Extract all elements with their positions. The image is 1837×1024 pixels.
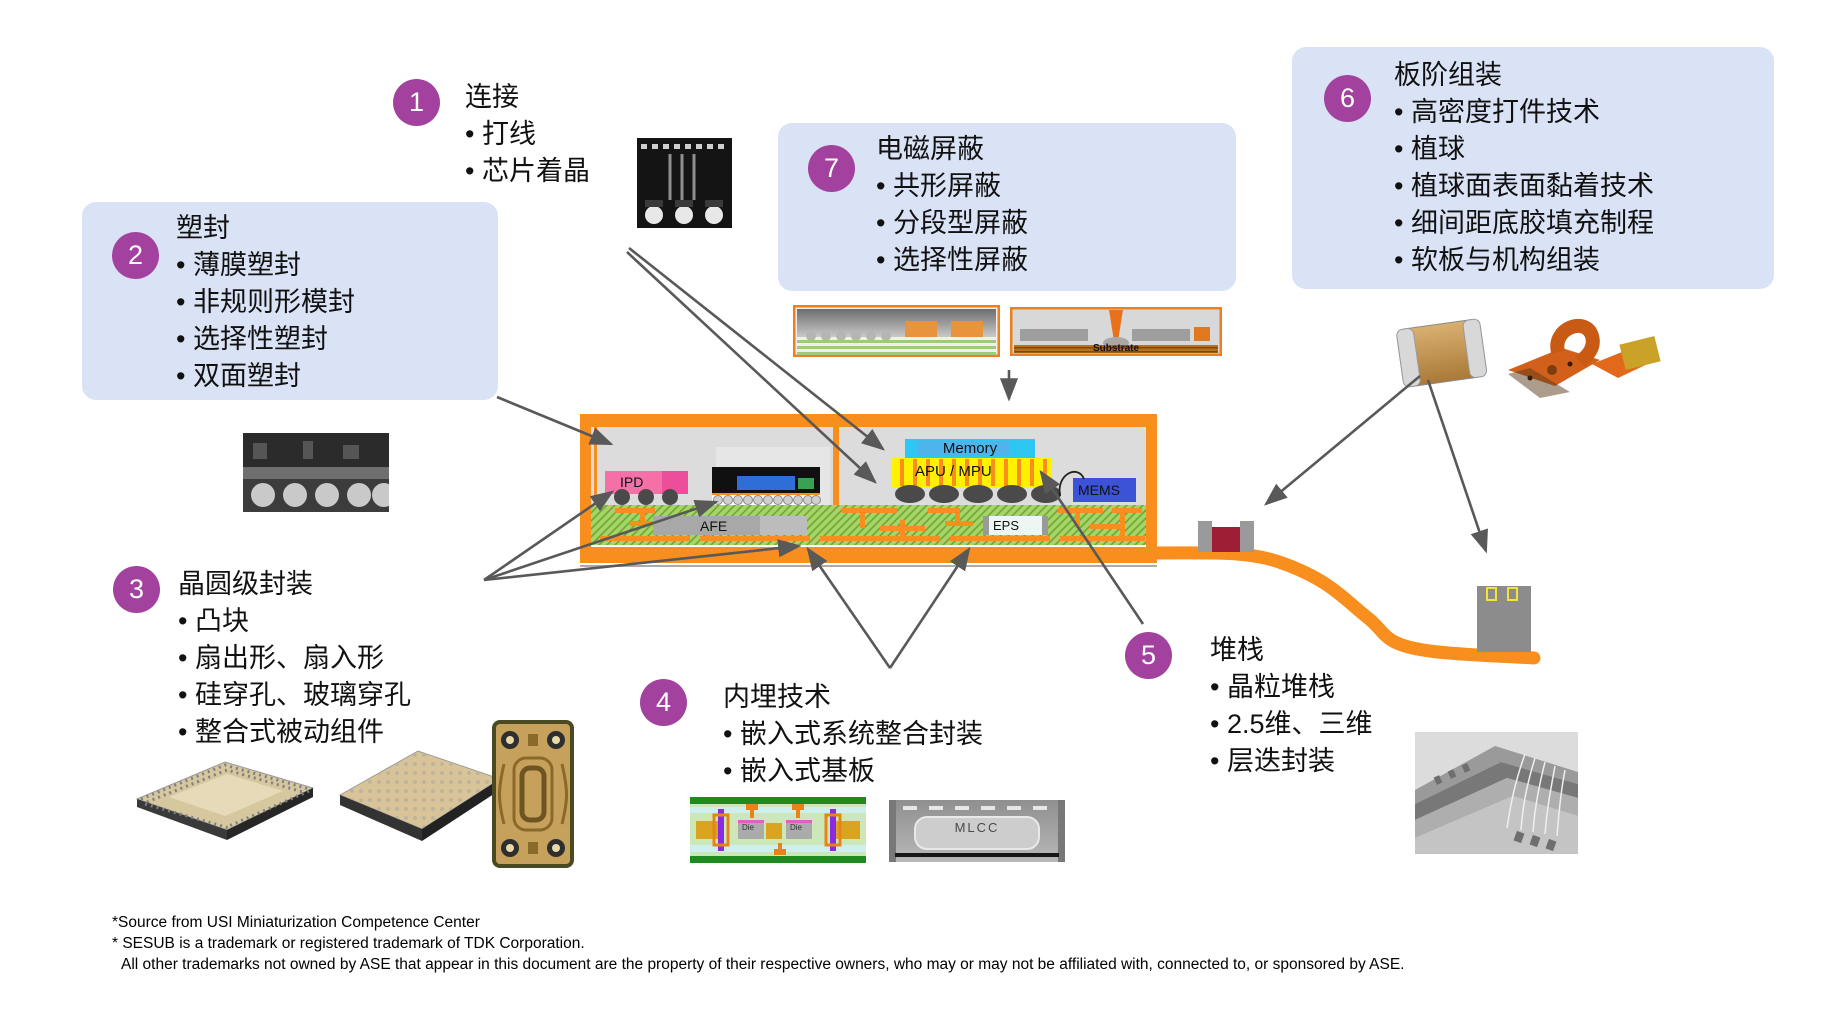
eps-label: EPS <box>993 518 1020 533</box>
memory-label: Memory <box>942 440 998 457</box>
apu-mpu-label: APU / MPU <box>915 463 992 480</box>
wire-bond-photo <box>637 138 732 233</box>
flip-chip-die <box>712 467 821 505</box>
substrate-traces <box>600 508 1145 541</box>
callout-5-number: 5 <box>1125 632 1172 679</box>
callout-1-body: 连接 打线 芯片着晶 <box>465 79 590 190</box>
callout-3: 3 晶圆级封装 凸块 扇出形、扇入形 硅穿孔、玻璃穿孔 整合式被动组件 <box>113 566 411 751</box>
flex-connector <box>1477 586 1531 652</box>
callout-7-number: 7 <box>808 145 855 192</box>
embedded-substrate-image <box>690 797 866 868</box>
footnote-line-2: * SESUB is a trademark or registered tra… <box>112 935 585 952</box>
flex-component <box>1198 521 1254 552</box>
callout-2-number: 2 <box>112 232 159 279</box>
callout-5-item: 晶粒堆栈 <box>1210 669 1373 706</box>
wlp-chip-photo-2 <box>330 733 508 858</box>
callout-3-number: 3 <box>113 566 160 613</box>
callout-6-item: 细间距底胶填充制程 <box>1394 205 1654 242</box>
mlcc-label: MLCC <box>954 820 1000 835</box>
arrow-callout6-b <box>1426 379 1488 554</box>
ipd-block <box>605 471 688 505</box>
callout-3-item: 凸块 <box>178 603 411 640</box>
ipd-label: IPD <box>620 474 644 490</box>
callout-7-item: 选择性屏蔽 <box>876 242 1028 279</box>
arrow-callout3-c <box>483 539 802 582</box>
arrow-callout4-b <box>888 546 971 669</box>
arrow-callout6-a <box>1264 375 1421 506</box>
callout-7-item: 共形屏蔽 <box>876 168 1028 205</box>
footnotes: *Source from USI Miniaturization Compete… <box>112 912 1404 975</box>
ipd-substrate-photo <box>492 720 574 873</box>
callout-6-box: 6 板阶组装 高密度打件技术 植球 植球面表面黏着技术 细间距底胶填充制程 软板… <box>1292 47 1774 289</box>
callout-3-item: 硅穿孔、玻璃穿孔 <box>178 677 411 714</box>
afe-block <box>653 516 807 535</box>
callout-6-item: 植球面表面黏着技术 <box>1394 168 1654 205</box>
callout-1-number: 1 <box>393 79 440 126</box>
callout-1: 1 连接 打线 芯片着晶 <box>393 79 590 190</box>
callout-7-box: 7 电磁屏蔽 共形屏蔽 分段型屏蔽 选择性屏蔽 <box>778 123 1236 291</box>
callout-3-item: 整合式被动组件 <box>178 714 411 751</box>
callout-2-title: 塑封 <box>176 213 230 243</box>
substrate-label: Substrate <box>1092 343 1140 354</box>
wlp-chip-photo-1 <box>125 742 323 852</box>
die-label-2: Die <box>790 823 803 832</box>
callout-6-item: 高密度打件技术 <box>1394 94 1654 131</box>
callout-1-item: 芯片着晶 <box>465 153 590 190</box>
callout-4-number: 4 <box>640 679 687 726</box>
callout-6-item: 软板与机构组装 <box>1394 242 1654 279</box>
arrow-callout3-a <box>483 490 615 582</box>
callout-2-item: 非规则形模封 <box>176 284 355 321</box>
callout-2-box: 2 塑封 薄膜塑封 非规则形模封 选择性塑封 双面塑封 <box>82 202 498 400</box>
mems-label: MEMS <box>1078 482 1120 498</box>
callout-6-body: 板阶组装 高密度打件技术 植球 植球面表面黏着技术 细间距底胶填充制程 软板与机… <box>1394 57 1654 279</box>
emi-shield-right-image <box>1009 306 1223 361</box>
footnote-line-3: All other trademarks not owned by ASE th… <box>121 956 1405 973</box>
stacked-die-photo <box>1415 732 1578 859</box>
footnote-line-1: *Source from USI Miniaturization Compete… <box>112 914 480 931</box>
callout-2-item: 薄膜塑封 <box>176 247 355 284</box>
flex-pcb-photo <box>1500 308 1665 410</box>
callout-4-item: 嵌入式基板 <box>723 753 983 790</box>
callout-2-item: 选择性塑封 <box>176 321 355 358</box>
callout-4-body: 内埋技术 嵌入式系统整合封装 嵌入式基板 <box>723 679 983 790</box>
callout-7-body: 电磁屏蔽 共形屏蔽 分段型屏蔽 选择性屏蔽 <box>876 131 1028 279</box>
capacitor-photo <box>1393 312 1491 399</box>
callout-6-number: 6 <box>1324 75 1371 122</box>
callout-3-body: 晶圆级封装 凸块 扇出形、扇入形 硅穿孔、玻璃穿孔 整合式被动组件 <box>178 566 411 751</box>
callout-7-item: 分段型屏蔽 <box>876 205 1028 242</box>
afe-label: AFE <box>700 518 728 534</box>
callout-2-item: 双面塑封 <box>176 358 355 395</box>
callout-5-title: 堆栈 <box>1210 635 1264 665</box>
callout-3-title: 晶圆级封装 <box>178 569 313 599</box>
callout-5: 5 堆栈 晶粒堆栈 2.5维、三维 层迭封装 <box>1125 632 1373 780</box>
callout-6-title: 板阶组装 <box>1394 60 1502 90</box>
callout-6-item: 植球 <box>1394 131 1654 168</box>
die-label-1: Die <box>742 823 755 832</box>
callout-1-title: 连接 <box>465 82 519 112</box>
package-body <box>580 414 1157 567</box>
emi-shield-left-image <box>792 304 1001 362</box>
callout-4-item: 嵌入式系统整合封装 <box>723 716 983 753</box>
solder-ball-photo <box>243 433 396 517</box>
arrow-callout3-b <box>483 500 719 582</box>
callout-5-item: 层迭封装 <box>1210 743 1373 780</box>
arrow-callout4-a <box>806 546 892 669</box>
arrow-callout2 <box>496 395 614 446</box>
callout-5-body: 堆栈 晶粒堆栈 2.5维、三维 层迭封装 <box>1210 632 1373 780</box>
callout-1-item: 打线 <box>465 116 590 153</box>
mlcc-xray-image <box>889 800 1065 867</box>
callout-3-item: 扇出形、扇入形 <box>178 640 411 677</box>
callout-4-title: 内埋技术 <box>723 682 831 712</box>
callout-5-item: 2.5维、三维 <box>1210 706 1373 743</box>
callout-2-body: 塑封 薄膜塑封 非规则形模封 选择性塑封 双面塑封 <box>176 210 355 395</box>
callout-4: 4 内埋技术 嵌入式系统整合封装 嵌入式基板 <box>640 679 983 790</box>
callout-7-title: 电磁屏蔽 <box>876 134 984 164</box>
